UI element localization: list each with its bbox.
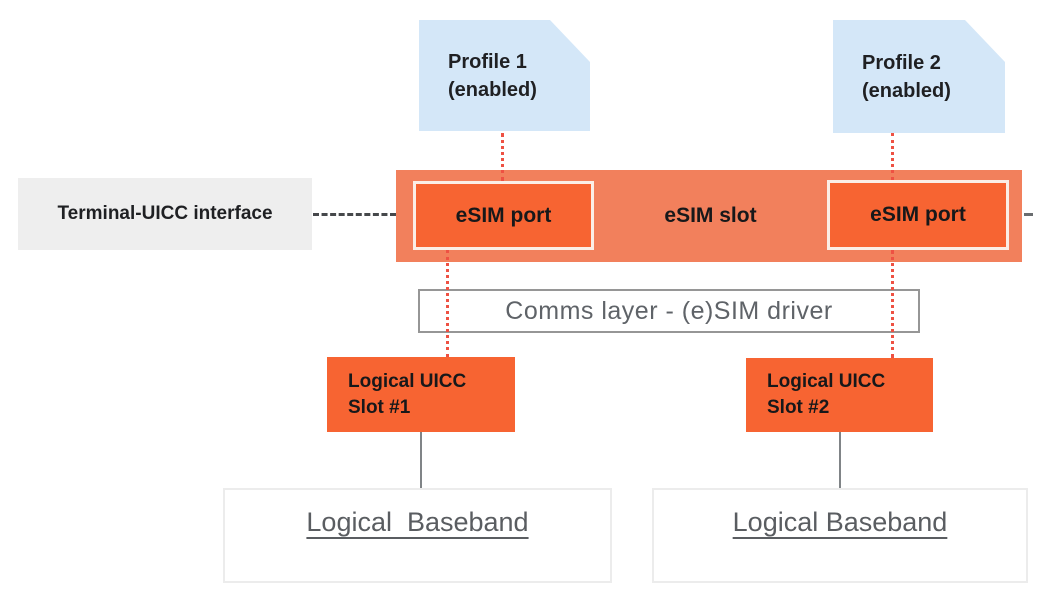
dotted-connector-port2-uicc2: [891, 250, 894, 358]
profile-1-card: Profile 1 (enabled): [419, 20, 590, 131]
connector-uicc2-baseband2: [839, 432, 841, 488]
uicc-slot-2-line2: Slot #2: [767, 397, 830, 418]
logical-baseband-1: Logical Baseband: [223, 488, 612, 583]
comms-layer-box: Comms layer - (e)SIM driver: [418, 289, 920, 333]
dotted-connector-port1-uicc1: [446, 250, 449, 357]
logical-baseband-2: Logical Baseband: [652, 488, 1028, 583]
esim-port-1: eSIM port: [413, 181, 594, 250]
logical-baseband-2-label: Logical Baseband: [732, 507, 948, 537]
uicc-slot-1-line1: Logical UICC: [348, 370, 467, 392]
uicc-slot-1-line2: Slot #1: [348, 396, 411, 418]
profile-2-status: (enabled): [862, 79, 951, 102]
profile-2-title: Profile 2: [862, 51, 941, 74]
comms-layer-label: Comms layer - (e)SIM driver: [505, 296, 833, 325]
dashed-connector-interface: [313, 213, 396, 216]
logical-uicc-slot-2: Logical UICC Slot #2: [746, 358, 933, 432]
profile-2-card: Profile 2 (enabled): [833, 20, 1005, 133]
uicc-slot-2-line1: Logical UICC: [767, 371, 886, 392]
terminal-uicc-interface-box: Terminal-UICC interface: [18, 178, 312, 250]
profile-1-title: Profile 1: [448, 50, 527, 73]
dotted-connector-profile1-port1: [501, 133, 504, 181]
esim-port-1-label: eSIM port: [455, 203, 552, 227]
esim-slot-label: eSIM slot: [664, 204, 757, 227]
connector-uicc1-baseband1: [420, 432, 422, 488]
esim-port-2: eSIM port: [827, 180, 1009, 250]
logical-baseband-1-label: Logical Baseband: [306, 507, 529, 537]
dashed-connector-stub-right: [1024, 213, 1033, 216]
terminal-uicc-interface-label: Terminal-UICC interface: [57, 203, 273, 224]
profile-1-status: (enabled): [448, 78, 537, 101]
dotted-connector-profile2-port2: [891, 133, 894, 180]
logical-uicc-slot-1: Logical UICC Slot #1: [327, 357, 515, 432]
esim-port-2-label: eSIM port: [870, 203, 966, 226]
